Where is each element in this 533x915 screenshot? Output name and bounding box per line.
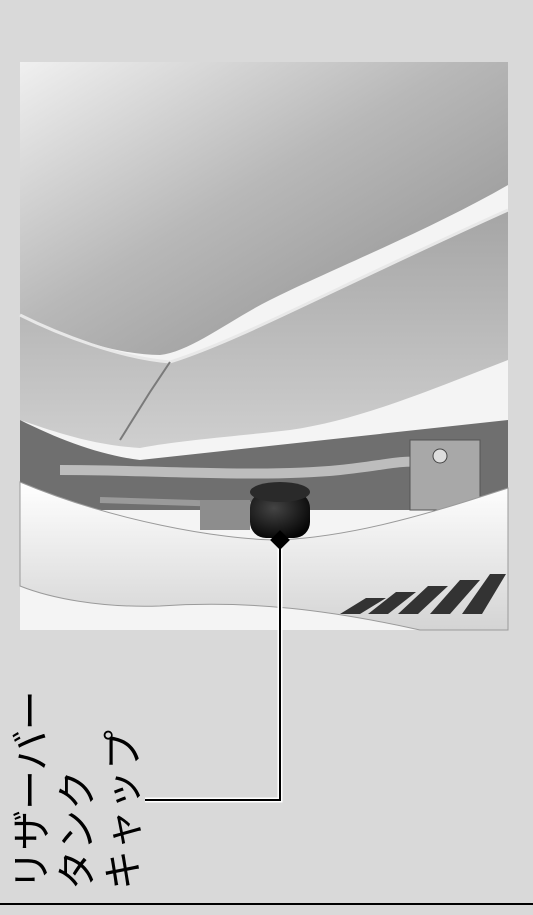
fender-edge-highlight bbox=[19, 208, 509, 364]
callout-line-3: キャップ bbox=[101, 730, 147, 890]
component-photo bbox=[19, 62, 509, 631]
fender-lower-panel bbox=[20, 210, 508, 448]
undercarriage bbox=[20, 420, 508, 510]
callout-label: リザーバー タンク キャップ bbox=[9, 690, 150, 890]
callout-line-1: リザーバー bbox=[9, 690, 55, 890]
panel-crease bbox=[119, 361, 171, 441]
bolt bbox=[432, 448, 448, 464]
front-cowl bbox=[19, 481, 509, 631]
vent-slots bbox=[340, 574, 506, 614]
callout-leader bbox=[145, 530, 290, 803]
connector-block bbox=[200, 500, 250, 530]
bottom-rule bbox=[0, 903, 533, 905]
reservoir-tank-cap bbox=[250, 482, 310, 538]
callout-line-2: タンク bbox=[55, 770, 101, 890]
callout-pointer-diamond bbox=[270, 530, 290, 550]
hose bbox=[59, 456, 421, 479]
fender-upper bbox=[20, 62, 508, 355]
